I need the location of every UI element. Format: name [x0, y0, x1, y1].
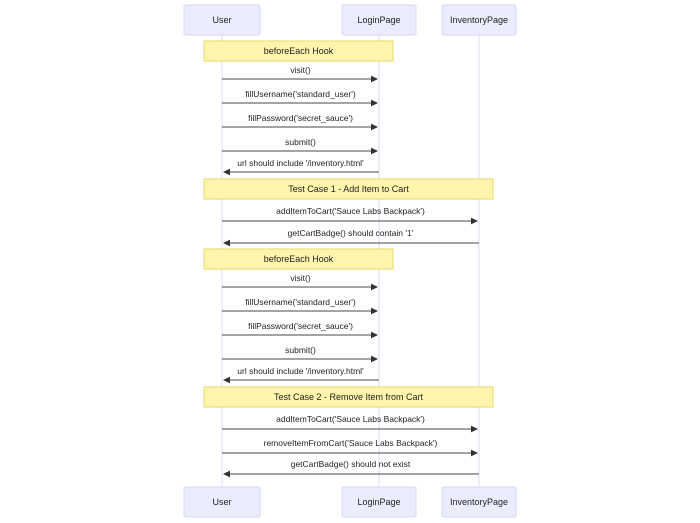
participant-box — [441, 486, 517, 518]
message-label: url should include '/inventory.html' — [237, 158, 364, 168]
message-m1[interactable]: visit() — [222, 65, 378, 83]
participant-inventorypage-top[interactable]: InventoryPage — [441, 4, 517, 36]
participant-user-bottom[interactable]: User — [183, 486, 261, 518]
message-label: addItemToCart('Sauce Labs Backpack') — [276, 414, 425, 424]
participant-box — [341, 4, 417, 36]
message-label: submit() — [285, 137, 316, 147]
arrowhead-icon — [471, 425, 478, 433]
arrowhead-icon — [371, 283, 378, 291]
participant-label: InventoryPage — [450, 497, 508, 507]
message-m10[interactable]: fillPassword('secret_sauce') — [222, 321, 378, 339]
participants-layer: UserUserLoginPageLoginPageInventoryPageI… — [183, 4, 517, 518]
note-note-4[interactable]: Test Case 2 - Remove Item from Cart — [203, 386, 494, 408]
message-label: getCartBadge() should not exist — [291, 459, 411, 469]
note-box — [203, 248, 394, 270]
arrowhead-icon — [371, 307, 378, 315]
arrowhead-icon — [371, 75, 378, 83]
message-label: url should include '/inventory.html' — [237, 366, 364, 376]
arrowhead-icon — [371, 99, 378, 107]
arrowhead-icon — [223, 376, 230, 384]
note-label: Test Case 2 - Remove Item from Cart — [274, 392, 424, 402]
message-m5[interactable]: url should include '/inventory.html' — [223, 158, 379, 176]
participant-label: User — [212, 15, 231, 25]
message-label: fillUsername('standard_user') — [245, 297, 356, 307]
message-m14[interactable]: removeItemFromCart('Sauce Labs Backpack'… — [222, 438, 478, 457]
participant-box — [441, 4, 517, 36]
note-label: Test Case 1 - Add Item to Cart — [288, 184, 409, 194]
arrowhead-icon — [371, 331, 378, 339]
participant-label: LoginPage — [357, 15, 400, 25]
participant-loginpage-top[interactable]: LoginPage — [341, 4, 417, 36]
message-label: submit() — [285, 345, 316, 355]
message-label: removeItemFromCart('Sauce Labs Backpack'… — [264, 438, 438, 448]
note-note-2[interactable]: Test Case 1 - Add Item to Cart — [203, 178, 494, 200]
note-note-3[interactable]: beforeEach Hook — [203, 248, 394, 270]
participant-label: User — [212, 497, 231, 507]
message-m9[interactable]: fillUsername('standard_user') — [222, 297, 378, 315]
message-label: getCartBadge() should contain '1' — [288, 228, 414, 238]
message-m12[interactable]: url should include '/inventory.html' — [223, 366, 379, 384]
message-label: fillPassword('secret_sauce') — [248, 113, 353, 123]
message-label: fillUsername('standard_user') — [245, 89, 356, 99]
note-label: beforeEach Hook — [264, 254, 334, 264]
note-note-1[interactable]: beforeEach Hook — [203, 40, 394, 62]
note-label: beforeEach Hook — [264, 46, 334, 56]
participant-label: LoginPage — [357, 497, 400, 507]
messages-layer: visit()fillUsername('standard_user')fill… — [222, 65, 479, 478]
participant-box — [341, 486, 417, 518]
arrowhead-icon — [223, 168, 230, 176]
arrowhead-icon — [371, 123, 378, 131]
message-m13[interactable]: addItemToCart('Sauce Labs Backpack') — [222, 414, 478, 433]
message-label: fillPassword('secret_sauce') — [248, 321, 353, 331]
message-label: visit() — [290, 65, 310, 75]
note-box — [203, 386, 494, 408]
message-m15[interactable]: getCartBadge() should not exist — [223, 459, 479, 478]
arrowhead-icon — [223, 470, 230, 478]
participant-user-top[interactable]: User — [183, 4, 261, 36]
participant-loginpage-bottom[interactable]: LoginPage — [341, 486, 417, 518]
message-label: visit() — [290, 273, 310, 283]
participant-label: InventoryPage — [450, 15, 508, 25]
participant-box — [183, 486, 261, 518]
message-m7[interactable]: getCartBadge() should contain '1' — [223, 228, 479, 247]
message-m3[interactable]: fillPassword('secret_sauce') — [222, 113, 378, 131]
arrowhead-icon — [471, 217, 478, 225]
arrowhead-icon — [371, 355, 378, 363]
participant-box — [183, 4, 261, 36]
note-box — [203, 178, 494, 200]
message-label: addItemToCart('Sauce Labs Backpack') — [276, 206, 425, 216]
arrowhead-icon — [223, 239, 230, 247]
message-m4[interactable]: submit() — [222, 137, 378, 155]
participant-inventorypage-bottom[interactable]: InventoryPage — [441, 486, 517, 518]
arrowhead-icon — [471, 449, 478, 457]
message-m11[interactable]: submit() — [222, 345, 378, 363]
message-m6[interactable]: addItemToCart('Sauce Labs Backpack') — [222, 206, 478, 225]
arrowhead-icon — [371, 147, 378, 155]
message-m8[interactable]: visit() — [222, 273, 378, 291]
note-box — [203, 40, 394, 62]
message-m2[interactable]: fillUsername('standard_user') — [222, 89, 378, 107]
